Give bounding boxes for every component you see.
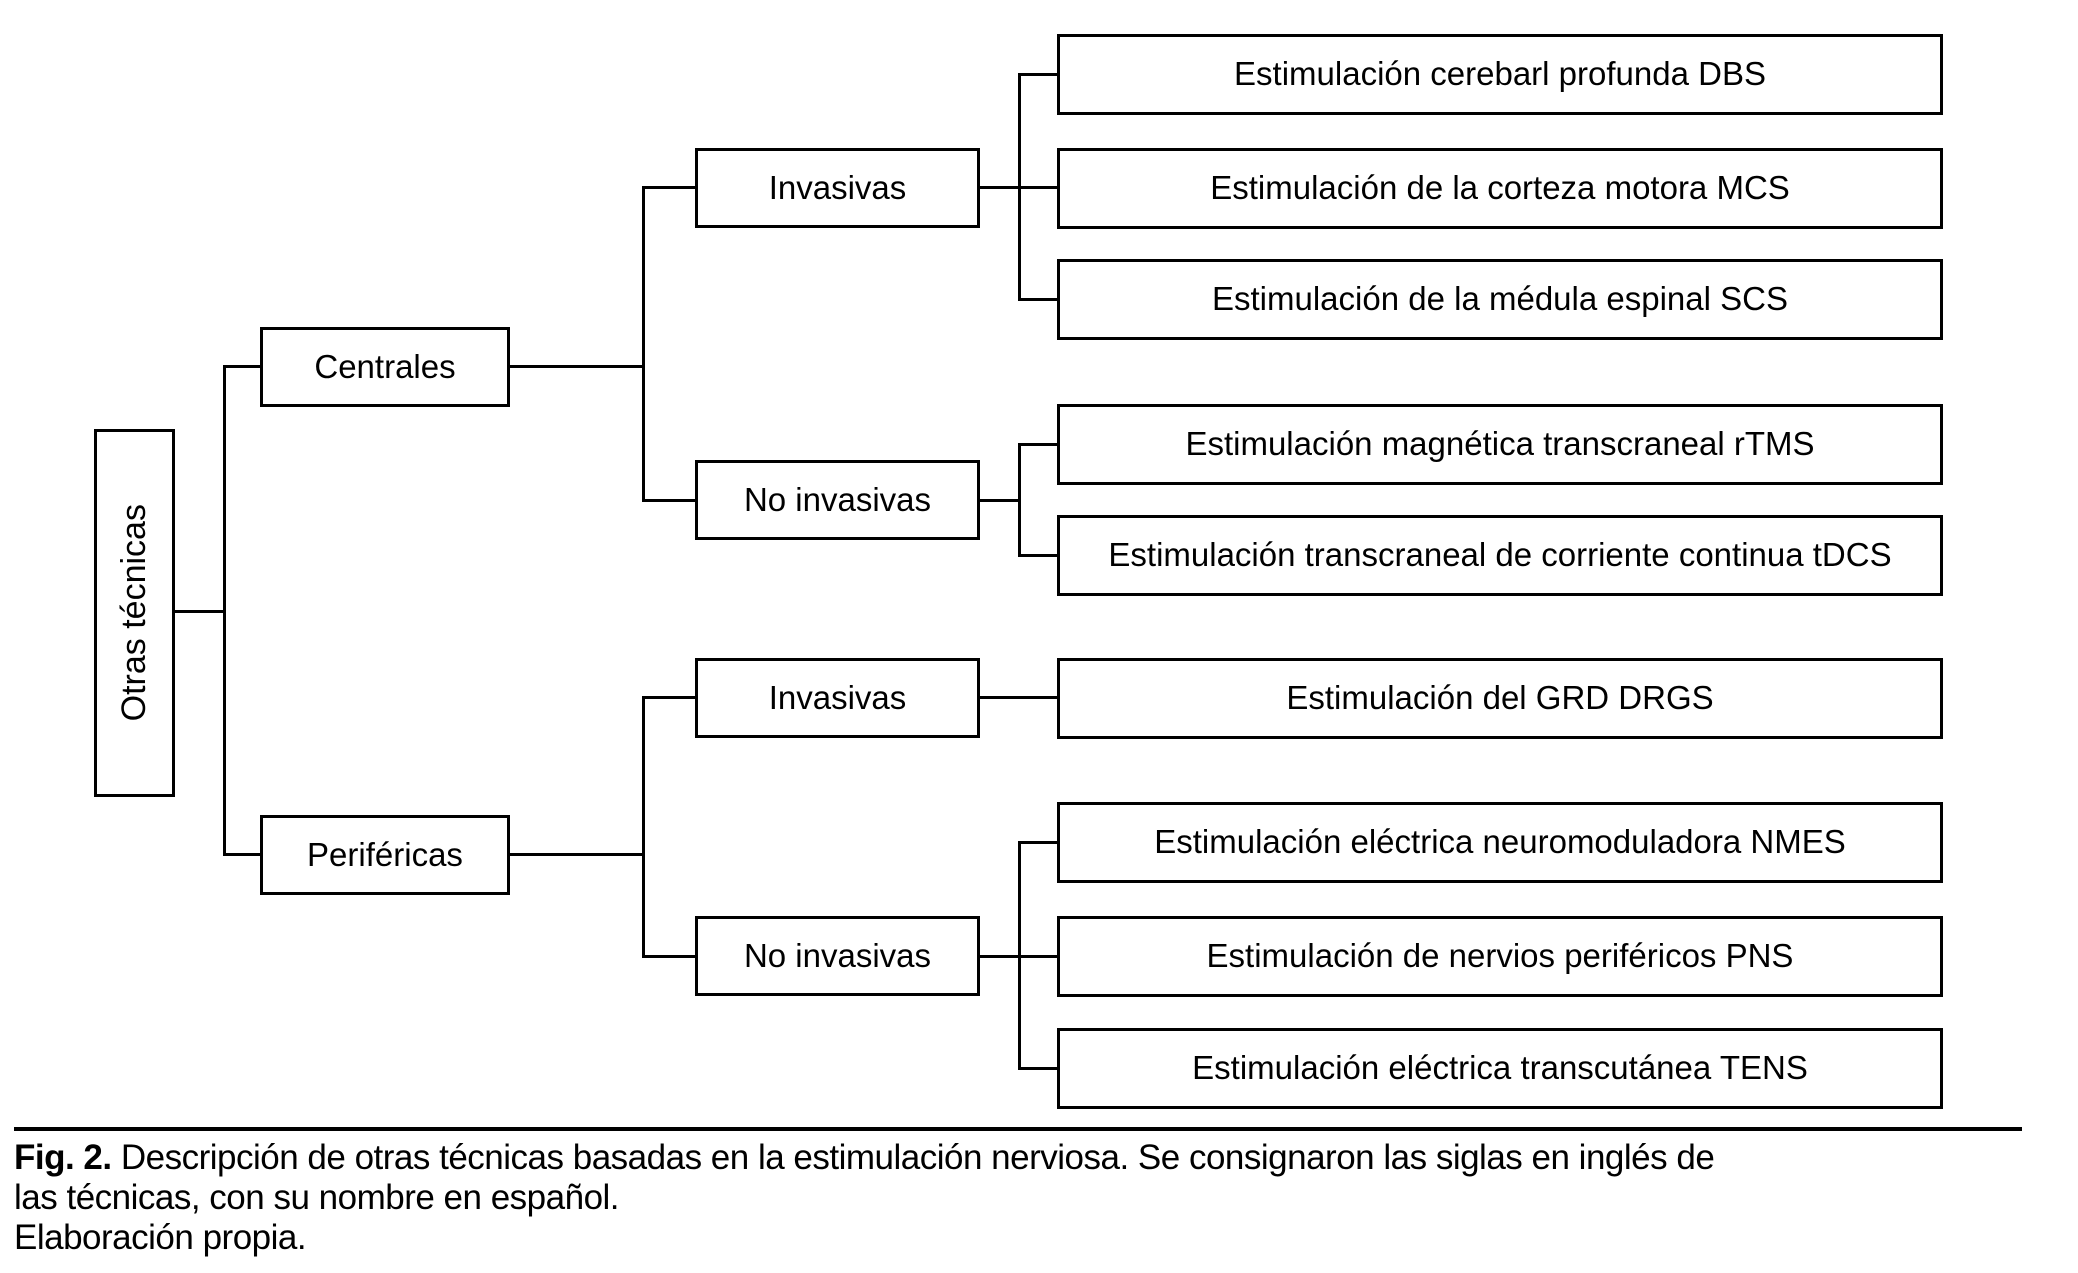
node-drgs-label: Estimulación del GRD DRGS — [1286, 679, 1714, 717]
node-otras-tecnicas-label: Otras técnicas — [114, 504, 153, 722]
connector-perifericas-stub — [223, 853, 260, 856]
connector-rtms-tdcs-vertical — [1018, 443, 1021, 557]
connector-no-invasivas-bottom-stub — [642, 955, 695, 958]
node-tdcs-label: Estimulación transcraneal de corriente c… — [1108, 536, 1892, 574]
node-tens-label: Estimulación eléctrica transcutánea TENS — [1192, 1049, 1808, 1087]
node-invasivas-perifericas-label: Invasivas — [768, 678, 907, 716]
connector-centrales-children-vertical — [642, 186, 645, 502]
connector-no-invasivas-top-out — [980, 499, 1021, 502]
connector-no-invasivas-top-stub — [642, 499, 695, 502]
node-no-invasivas-perifericas-label: No invasivas — [743, 936, 932, 974]
node-scs-label: Estimulación de la médula espinal SCS — [1212, 280, 1788, 318]
node-invasivas-centrales-label: Invasivas — [768, 168, 907, 206]
figure-label: Fig. 2. — [14, 1138, 112, 1177]
node-invasivas-perifericas: Invasivas — [695, 658, 980, 738]
node-mcs-label: Estimulación de la corteza motora MCS — [1210, 169, 1790, 207]
connector-tdcs-stub — [1018, 554, 1057, 557]
connector-scs-stub — [1018, 298, 1057, 301]
connector-perifericas-out — [510, 853, 642, 856]
connector-nmes-stub — [1018, 841, 1057, 844]
connector-centrales-stub — [223, 365, 260, 368]
figure-caption: Fig. 2. Descripción de otras técnicas ba… — [14, 1138, 2070, 1258]
node-dbs: Estimulación cerebarl profunda DBS — [1057, 34, 1943, 115]
caption-line-3: Elaboración propia. — [14, 1218, 2070, 1258]
node-drgs: Estimulación del GRD DRGS — [1057, 658, 1943, 739]
node-no-invasivas-centrales-label: No invasivas — [743, 480, 932, 518]
connector-dbs-stub — [1018, 73, 1057, 76]
node-no-invasivas-perifericas: No invasivas — [695, 916, 980, 996]
node-tdcs: Estimulación transcraneal de corriente c… — [1057, 515, 1943, 596]
node-perifericas: Periféricas — [260, 815, 510, 895]
connector-invasivas-bottom-stub — [642, 696, 695, 699]
connector-dbs-scs-vertical — [1018, 73, 1021, 301]
node-invasivas-centrales: Invasivas — [695, 148, 980, 228]
connector-nmes-tens-vertical — [1018, 841, 1021, 1070]
connector-tens-stub — [1018, 1067, 1057, 1070]
caption-source: Elaboración propia. — [14, 1218, 307, 1257]
node-tens: Estimulación eléctrica transcutánea TENS — [1057, 1028, 1943, 1109]
caption-divider — [14, 1127, 2022, 1131]
node-dbs-label: Estimulación cerebarl profunda DBS — [1234, 55, 1766, 93]
node-nmes-label: Estimulación eléctrica neuromoduladora N… — [1154, 823, 1846, 861]
caption-line-1: Fig. 2. Descripción de otras técnicas ba… — [14, 1138, 2070, 1178]
caption-text-1: Descripción de otras técnicas basadas en… — [120, 1138, 1715, 1177]
node-centrales: Centrales — [260, 327, 510, 407]
connector-branches-vertical — [223, 365, 226, 856]
node-perifericas-label: Periféricas — [307, 835, 463, 873]
caption-text-2: las técnicas, con su nombre en español. — [14, 1178, 620, 1217]
node-mcs: Estimulación de la corteza motora MCS — [1057, 148, 1943, 229]
node-scs: Estimulación de la médula espinal SCS — [1057, 259, 1943, 340]
connector-perifericas-children-vertical — [642, 696, 645, 958]
node-rtms: Estimulación magnética transcraneal rTMS — [1057, 404, 1943, 485]
node-pns: Estimulación de nervios periféricos PNS — [1057, 916, 1943, 997]
node-nmes: Estimulación eléctrica neuromoduladora N… — [1057, 802, 1943, 883]
node-no-invasivas-centrales: No invasivas — [695, 460, 980, 540]
node-rtms-label: Estimulación magnética transcraneal rTMS — [1185, 425, 1815, 463]
node-pns-label: Estimulación de nervios periféricos PNS — [1206, 937, 1794, 975]
connector-root-stub — [175, 610, 223, 613]
connector-drgs-stub — [980, 696, 1057, 699]
caption-line-2: las técnicas, con su nombre en español. — [14, 1178, 2070, 1218]
connector-invasivas-top-stub — [642, 186, 695, 189]
connector-centrales-out — [510, 365, 642, 368]
connector-rtms-stub — [1018, 443, 1057, 446]
node-otras-tecnicas: Otras técnicas — [94, 429, 175, 797]
node-centrales-label: Centrales — [314, 347, 456, 385]
